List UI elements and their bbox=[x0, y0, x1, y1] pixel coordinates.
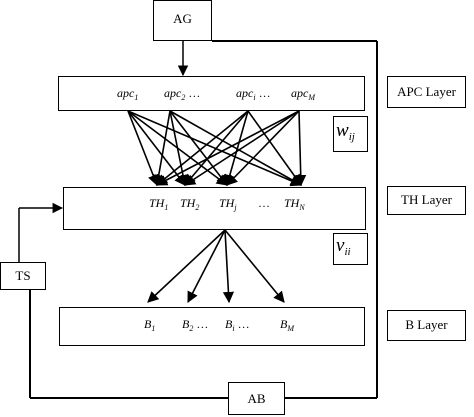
th-ellipsis: … bbox=[258, 196, 270, 210]
weight-v-label: vii bbox=[336, 235, 351, 258]
ts-node bbox=[0, 262, 46, 290]
b-unit-2: B2 … bbox=[182, 317, 209, 333]
weight-w-label: wij bbox=[336, 120, 355, 143]
apc-th-connections bbox=[127, 110, 307, 187]
b-unit-m: BM bbox=[280, 317, 295, 333]
ag-node bbox=[153, 0, 212, 41]
apc-unit-i: apci … bbox=[236, 86, 271, 102]
b-unit-1: B1 bbox=[144, 317, 156, 333]
th-b-connections bbox=[147, 229, 285, 304]
apc-layer-box bbox=[58, 76, 365, 111]
apc-unit-1: apc1 bbox=[117, 86, 139, 102]
b-unit-i: Bi … bbox=[225, 317, 250, 333]
th-layer-label-box bbox=[387, 186, 466, 215]
b-layer-label-box bbox=[387, 310, 466, 341]
ag-label: AG bbox=[173, 11, 192, 26]
th-unit-n: THN bbox=[284, 196, 305, 212]
b-layer-box bbox=[59, 307, 365, 346]
th-layer-label: TH Layer bbox=[401, 192, 452, 207]
ts-label: TS bbox=[15, 268, 31, 283]
weight-v-box bbox=[333, 233, 368, 265]
apc-layer-label-box bbox=[387, 76, 466, 108]
apc-layer-label: APC Layer bbox=[397, 84, 456, 99]
apc-unit-m: apcM bbox=[291, 86, 315, 102]
th-layer-box bbox=[63, 187, 366, 230]
ab-label: AB bbox=[247, 391, 266, 406]
apc-unit-2: apc2 … bbox=[164, 86, 201, 102]
th-unit-2: TH2 bbox=[180, 196, 200, 212]
th-unit-1: TH1 bbox=[149, 196, 169, 212]
b-layer-label: B Layer bbox=[405, 317, 448, 332]
weight-w-box bbox=[333, 116, 368, 152]
ab-node bbox=[228, 382, 285, 415]
th-unit-j: THj bbox=[219, 196, 237, 212]
